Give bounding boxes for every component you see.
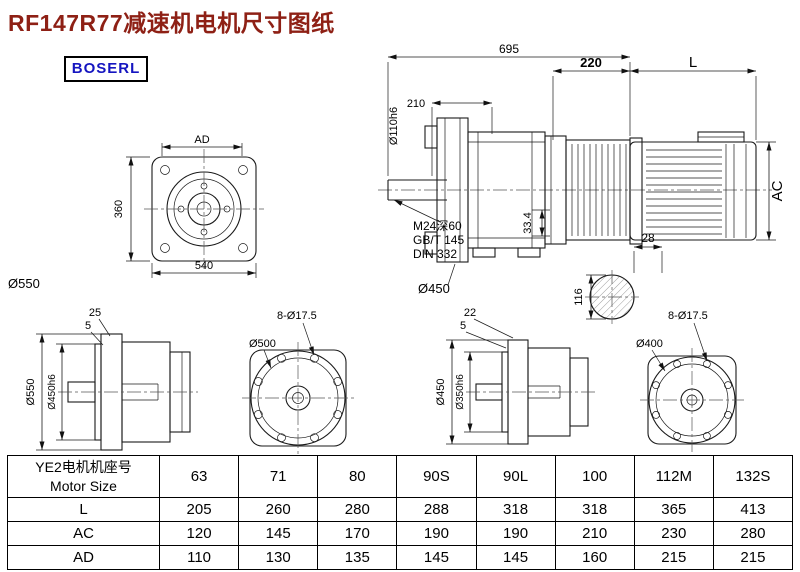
label-od-450: Ø450 xyxy=(435,379,447,406)
dim-ad-label: AD xyxy=(194,134,209,146)
table-cell: 120 xyxy=(158,521,240,546)
row-label-AC: AC xyxy=(7,521,160,546)
main-side-view-drawing: 695 220 L 210 Ø110h6 xyxy=(378,42,786,296)
table-cell: 130 xyxy=(238,545,319,570)
motor-drawing xyxy=(629,131,757,245)
dim-695-label: 695 xyxy=(499,42,519,56)
dim-5-label-2: 5 xyxy=(460,320,466,332)
table-cell: 365 xyxy=(633,497,714,522)
table-cell: 170 xyxy=(317,521,398,546)
motor-fins xyxy=(646,149,722,235)
technical-drawing: AD 360 540 Ø550 695 220 L xyxy=(8,42,786,454)
label-flange-diameter-450: Ø450 xyxy=(418,281,450,296)
table-header-size: 80 xyxy=(317,455,398,498)
table-row-AC: AC 120 145 170 190 190 210 230 280 xyxy=(7,521,794,546)
label-shaft-diameter: Ø110h6 xyxy=(388,107,400,145)
label-bolt-circle-400: Ø400 xyxy=(636,338,663,350)
table-cell: 190 xyxy=(396,521,477,546)
dim-22-label: 22 xyxy=(464,307,476,319)
table-cell: 145 xyxy=(396,545,477,570)
dim-motor-length-label: L xyxy=(689,54,697,71)
table-cell: 160 xyxy=(554,545,635,570)
table-header-size: 71 xyxy=(238,455,319,498)
table-cell: 230 xyxy=(633,521,714,546)
label-bolt-holes-1: 8-Ø17.5 xyxy=(277,310,317,322)
table-header-cn: YE2电机机座号 xyxy=(35,458,132,475)
dim-540-label: 540 xyxy=(195,260,213,272)
dim-550-label: Ø550 xyxy=(8,276,40,291)
bolt-holes-1 xyxy=(253,353,343,443)
table-cell: 145 xyxy=(238,521,319,546)
table-cell: 135 xyxy=(317,545,398,570)
table-cell: 318 xyxy=(475,497,556,522)
table-cell: 145 xyxy=(475,545,556,570)
bolt-holes-2 xyxy=(652,360,732,440)
motor-size-table: YE2电机机座号 Motor Size 63 71 80 90S 90L 100… xyxy=(7,455,794,570)
dim-116-label: 116 xyxy=(573,288,585,306)
table-header-size: 112M xyxy=(633,455,714,498)
flange-side-view-1: 25 5 Ø550 Ø450h6 xyxy=(25,307,198,451)
brand-logo: BOSERL xyxy=(64,56,148,82)
table-cell: 205 xyxy=(158,497,240,522)
label-tap-std-gbt: GB/T 145 xyxy=(413,233,464,247)
dim-25-label: 25 xyxy=(89,307,101,319)
dim-28-label: 28 xyxy=(641,231,655,245)
table-header-size: 63 xyxy=(158,455,240,498)
table-cell: 215 xyxy=(633,545,714,570)
table-cell: 215 xyxy=(712,545,794,570)
dim-ac-label: AC xyxy=(769,180,786,201)
label-od-550: Ø550 xyxy=(25,379,37,406)
table-cell: 190 xyxy=(475,521,556,546)
front-view-drawing: AD 360 540 Ø550 xyxy=(8,134,264,291)
row-label-L: L xyxy=(7,497,160,522)
label-spigot-450h6: Ø450h6 xyxy=(47,374,58,410)
table-cell: 280 xyxy=(317,497,398,522)
row-label-AD: AD xyxy=(7,545,160,570)
label-spigot-350h6: Ø350h6 xyxy=(455,374,466,410)
page-title: RF147R77减速机电机尺寸图纸 xyxy=(8,10,335,36)
table-header-en: Motor Size xyxy=(50,477,117,494)
flange-face-view-2: 8-Ø17.5 Ø400 xyxy=(636,310,744,452)
table-header-row: YE2电机机座号 Motor Size 63 71 80 90S 90L 100… xyxy=(7,455,794,498)
dim-360-label: 360 xyxy=(113,200,125,218)
label-tap-std-din: DIN 332 xyxy=(413,247,457,261)
label-bolt-holes-2: 8-Ø17.5 xyxy=(668,310,708,322)
table-header-size: 132S xyxy=(712,455,794,498)
table-cell: 280 xyxy=(712,521,794,546)
flange-side-view-2: 22 5 Ø450 Ø350h6 xyxy=(435,307,598,445)
label-tap-hole: M24深60 xyxy=(413,219,462,233)
table-cell: 210 xyxy=(554,521,635,546)
table-cell: 413 xyxy=(712,497,794,522)
table-header-size: 90S xyxy=(396,455,477,498)
table-header-motor-size: YE2电机机座号 Motor Size xyxy=(7,455,160,498)
label-bolt-circle-500: Ø500 xyxy=(249,338,276,350)
table-cell: 318 xyxy=(554,497,635,522)
flange-face-view-1: 8-Ø17.5 Ø500 xyxy=(242,310,354,454)
table-header-size: 100 xyxy=(554,455,635,498)
dim-33-4-label: 33.4 xyxy=(522,212,534,233)
table-cell: 288 xyxy=(396,497,477,522)
dim-210-label: 210 xyxy=(407,98,425,110)
adapter-fins xyxy=(571,144,627,236)
shaft-section-view: 28 116 xyxy=(573,231,663,324)
dim-5-label-1: 5 xyxy=(85,320,91,332)
table-row-L: L 205 260 280 288 318 318 365 413 xyxy=(7,497,794,522)
table-header-size: 90L xyxy=(475,455,556,498)
table-cell: 260 xyxy=(238,497,319,522)
table-row-AD: AD 110 130 135 145 145 160 215 215 xyxy=(7,545,794,570)
table-cell: 110 xyxy=(158,545,240,570)
dim-220-label: 220 xyxy=(580,55,602,70)
